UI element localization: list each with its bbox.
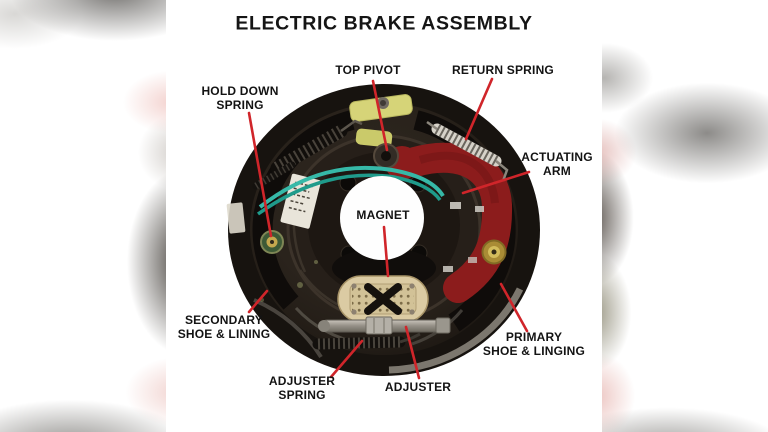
leader-secondary-shoe [247,289,269,314]
blurred-backdrop-right [602,0,768,432]
hold-down-cup-left [260,230,284,254]
label-hold-down-spring: HOLD DOWN SPRING [201,83,279,112]
magnet-wires [256,165,445,216]
label-adjuster-spring: ADJUSTER SPRING [268,373,336,402]
adjuster-shape [318,316,451,335]
hold-down-cup-right [481,239,507,265]
label-actuating-arm: ACTUATING ARM [521,149,593,178]
label-secondary-shoe: SECONDARY SHOE & LINING [177,312,271,341]
leader-adjuster-spring [329,339,364,379]
magnet-shape [337,275,429,323]
leader-return-spring [464,77,494,141]
leader-adjuster [404,325,421,380]
diagram-title: ELECTRIC BRAKE ASSEMBLY [235,12,533,35]
return-spring-shape [426,120,509,182]
leader-primary-shoe [499,282,529,333]
leader-actuating-arm [461,170,531,195]
label-magnet: MAGNET [356,207,410,222]
actuating-arm-shape [385,142,513,303]
leader-magnet [382,225,390,278]
label-return-spring: RETURN SPRING [452,62,554,77]
leader-hold-down-spring [247,111,273,238]
top-pivot-hardware [349,94,413,169]
label-top-pivot: TOP PIVOT [335,62,401,77]
label-primary-shoe: PRIMARY SHOE & LINGING [482,329,586,358]
leader-top-pivot [371,79,389,152]
label-adjuster: ADJUSTER [384,379,452,394]
magnet-label-circle [340,176,424,260]
blurred-backdrop-left [0,0,167,432]
leader-lines [247,77,531,380]
secondary-shoe-shape [252,110,355,310]
